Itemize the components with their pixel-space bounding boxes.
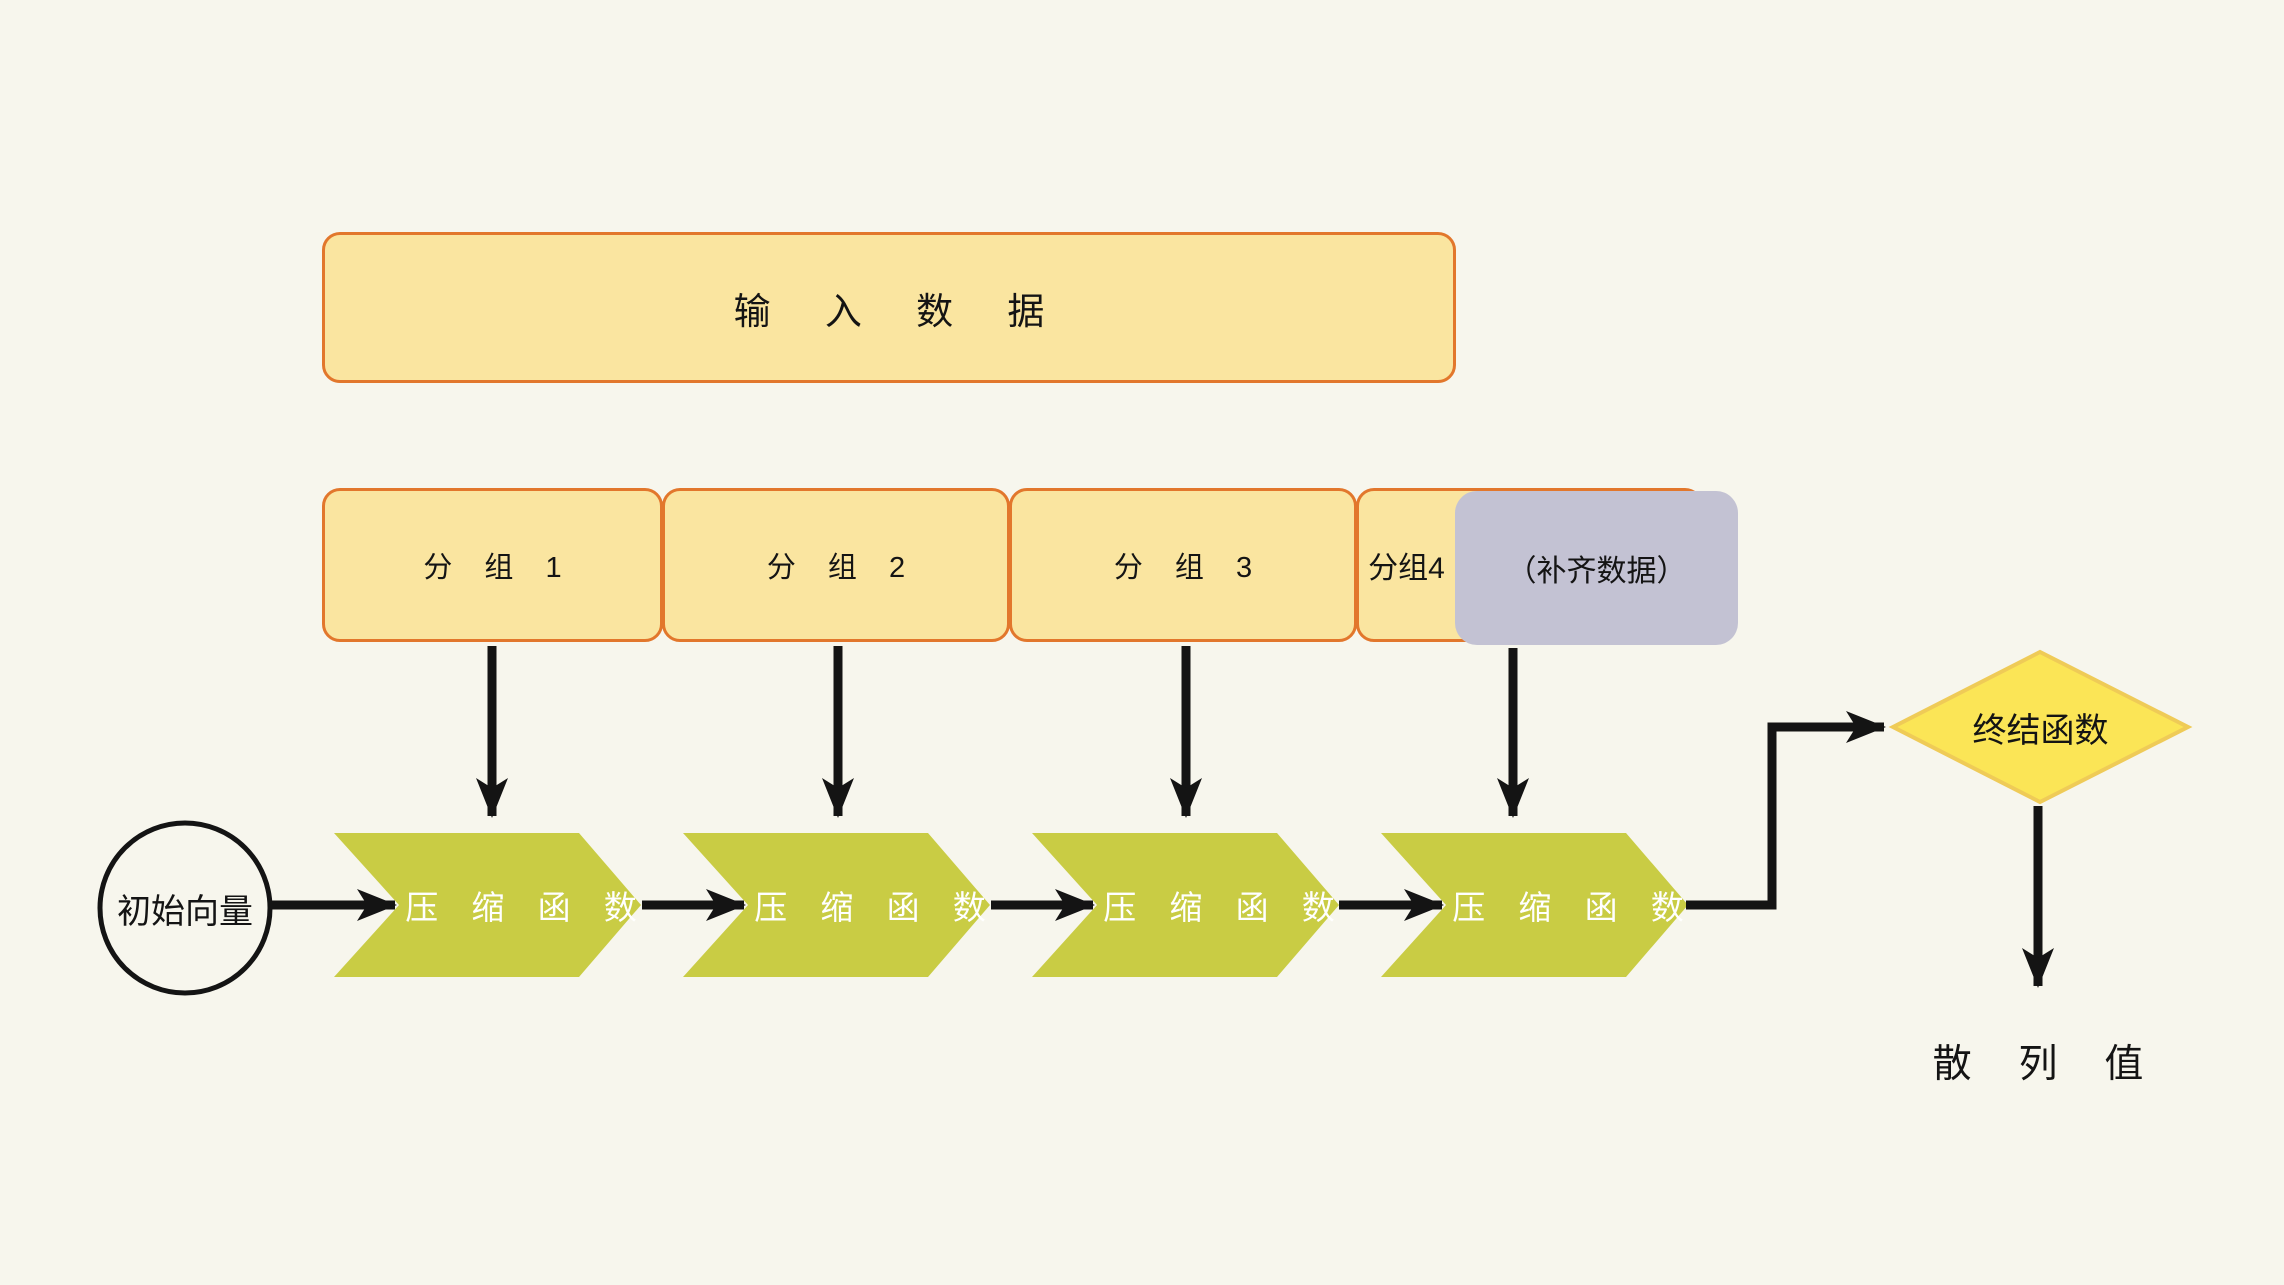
arrow-compress4-to-final	[1686, 711, 1886, 910]
node-padding-data: （补齐数据）	[1455, 491, 1738, 645]
compression-chevron-1	[334, 833, 641, 977]
compression-3-label: 压 缩 函 数	[1103, 889, 1347, 926]
input-data-label: 输 入 数 据	[733, 290, 1067, 332]
compression-chevron-4	[1381, 833, 1688, 977]
final-function-diamond	[1888, 649, 2193, 805]
initial-vector-label: 初始向量	[117, 892, 253, 931]
compression-chevron-2	[683, 833, 990, 977]
compression-chevron-3	[1032, 833, 1339, 977]
node-input-data: 输 入 数 据	[322, 232, 1456, 383]
compression-2-label: 压 缩 函 数	[754, 889, 998, 926]
padding-data-label: （补齐数据）	[1506, 555, 1687, 588]
node-group-1: 分 组 1	[322, 488, 663, 642]
group-3-label: 分 组 3	[1113, 552, 1265, 584]
node-group-3: 分 组 3	[1009, 488, 1357, 642]
initial-vector-circle	[97, 820, 273, 996]
group-4-label: 分组4	[1368, 552, 1445, 585]
group-1-label: 分 组 1	[423, 552, 574, 584]
compression-4-label: 压 缩 函 数	[1452, 889, 1696, 926]
compression-1-label: 压 缩 函 数	[405, 889, 649, 926]
final-function-label: 终结函数	[1972, 711, 2109, 750]
group-2-label: 分 组 2	[766, 552, 918, 584]
node-group-2: 分 组 2	[662, 488, 1010, 642]
hash-value-label: 散 列 值	[1932, 1043, 2162, 1086]
